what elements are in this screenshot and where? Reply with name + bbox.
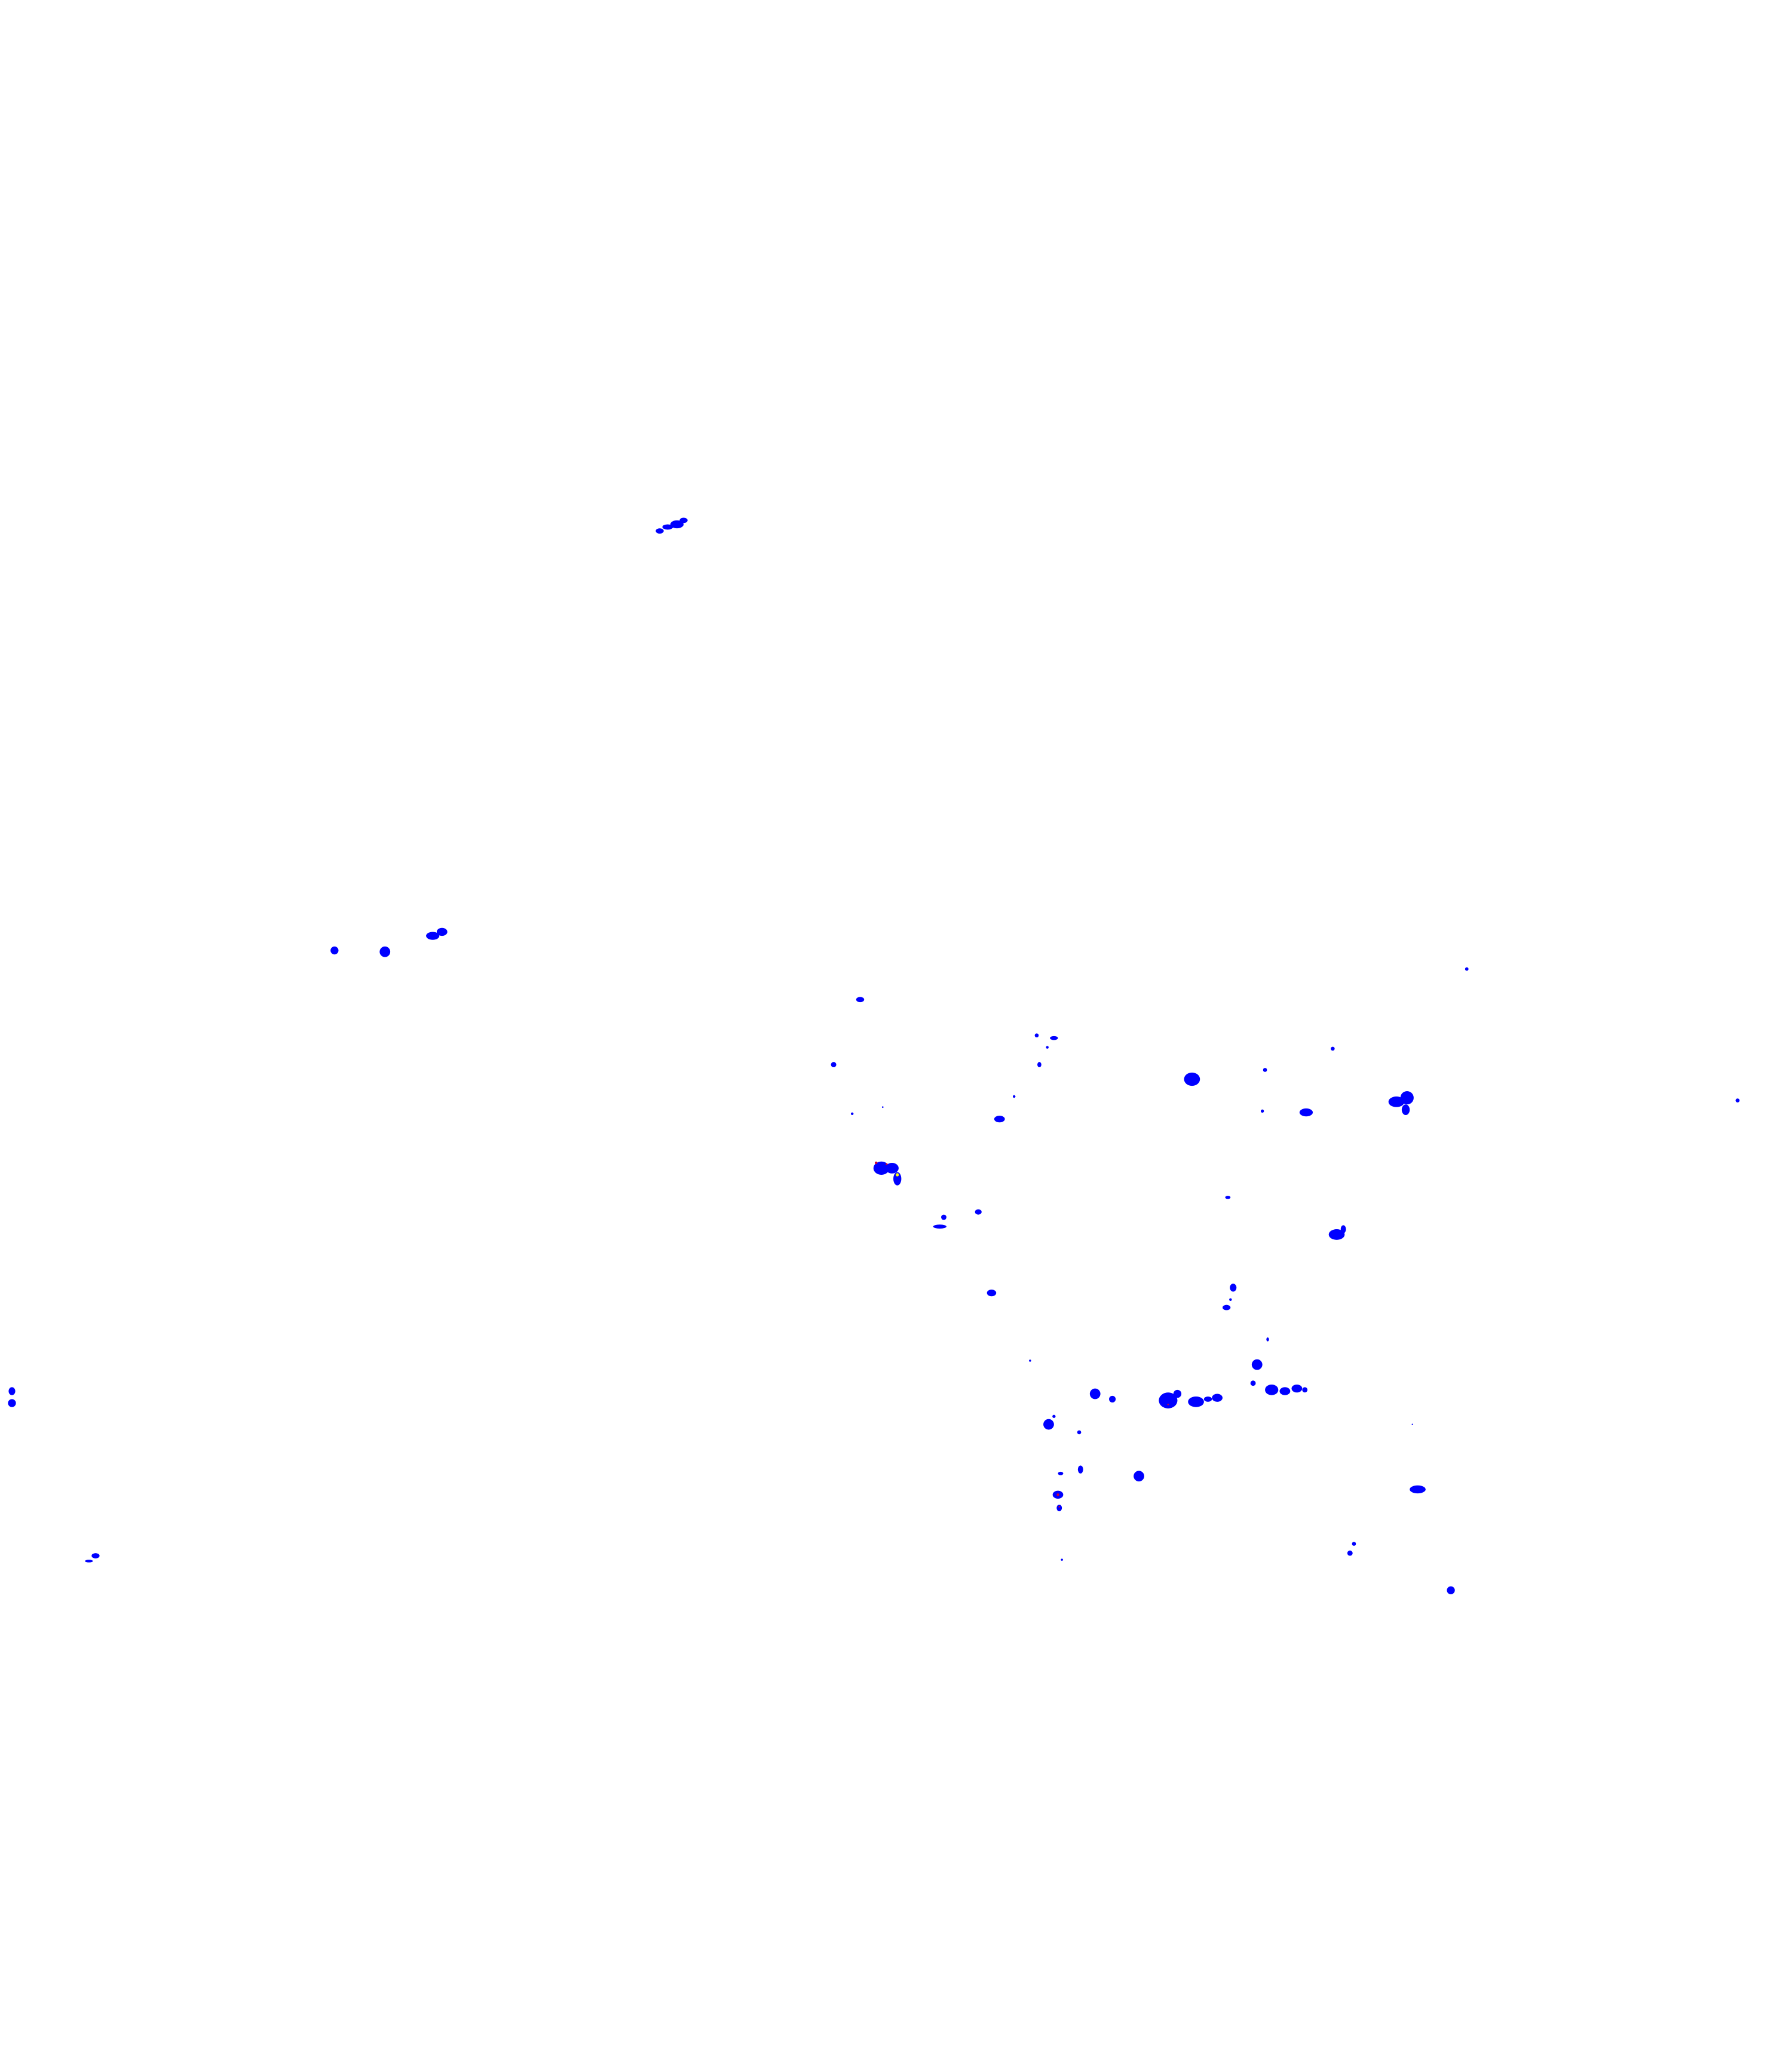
density-cluster [933,1224,946,1229]
density-cluster [1077,1430,1082,1435]
density-cluster [885,1162,899,1174]
density-cluster [330,946,339,955]
density-cluster [1029,1359,1031,1362]
density-cluster [1043,1419,1054,1430]
density-cluster [1109,1395,1116,1402]
density-cluster [8,1387,16,1395]
density-cluster [1037,1062,1041,1068]
density-cluster [873,1161,890,1175]
density-cluster [1401,1104,1410,1116]
density-hotspots [874,1161,1169,1508]
density-cluster [1077,1465,1083,1474]
density-cluster [1184,1072,1200,1086]
density-cluster [850,1112,854,1116]
density-cluster [426,932,440,940]
density-hotspot [896,1173,899,1177]
density-cluster [831,1062,837,1068]
density-cluster [1299,1108,1313,1117]
density-hotspot [1058,1505,1061,1508]
density-cluster [1331,1046,1335,1051]
density-cluster [379,946,391,957]
density-cluster [1052,1414,1056,1418]
density-cluster [1410,1485,1426,1494]
density-cluster [1260,1109,1264,1113]
density-cluster [1279,1387,1291,1395]
density-cluster [1225,1196,1231,1199]
density-cluster [1265,1384,1279,1395]
density-cluster [436,927,448,936]
density-cluster [941,1214,946,1220]
density-hotspot [874,1161,878,1165]
density-cluster [670,520,684,529]
density-cluster [91,1553,100,1558]
density-cluster [1058,1471,1064,1475]
density-cluster [85,1560,93,1563]
density-cluster [1229,1298,1232,1301]
density-cluster [1203,1396,1212,1402]
density-cluster [1291,1384,1303,1393]
density-cluster [987,1290,997,1297]
density-cluster [1400,1091,1414,1105]
density-cluster [1388,1096,1405,1107]
density-cluster [8,1399,16,1407]
density-cluster [655,528,664,534]
density-cluster [1034,1033,1039,1038]
density-cluster [679,517,688,523]
density-cluster [1012,1095,1016,1098]
density-cluster [994,1116,1005,1123]
density-cluster [1250,1380,1256,1386]
density-cluster [1447,1586,1455,1594]
density-cluster [1328,1229,1345,1240]
density-cluster [1302,1387,1308,1393]
density-cluster [1159,1392,1178,1408]
density-cluster [1061,1558,1063,1561]
density-cluster [893,1172,902,1186]
density-hotspot [1167,1403,1169,1405]
density-cluster [1340,1225,1346,1233]
density-cluster [1222,1304,1231,1310]
density-hotspot [886,1163,888,1165]
density-cluster [1134,1471,1144,1482]
density-cluster [1411,1423,1413,1425]
density-cluster [1056,1504,1062,1512]
density-cluster [1266,1337,1269,1342]
density-cluster [1212,1394,1223,1402]
density-cluster [856,997,865,1003]
density-cluster [1352,1542,1356,1546]
density-cluster [1251,1359,1263,1370]
density-cluster [1735,1098,1740,1103]
density-cluster [662,524,673,530]
density-cluster [1089,1388,1101,1399]
density-cluster [975,1209,982,1215]
density-cluster [1347,1550,1353,1556]
density-cluster [1465,967,1469,971]
density-cluster [1173,1389,1182,1398]
density-cluster [881,1106,884,1108]
density-cluster [1263,1068,1267,1072]
density-clusters [8,517,1740,1594]
density-cluster [1046,1046,1049,1049]
density-cluster [1188,1396,1204,1407]
density-cluster [1050,1036,1058,1040]
density-hotspot [1056,1493,1059,1496]
density-cluster [1230,1284,1237,1292]
